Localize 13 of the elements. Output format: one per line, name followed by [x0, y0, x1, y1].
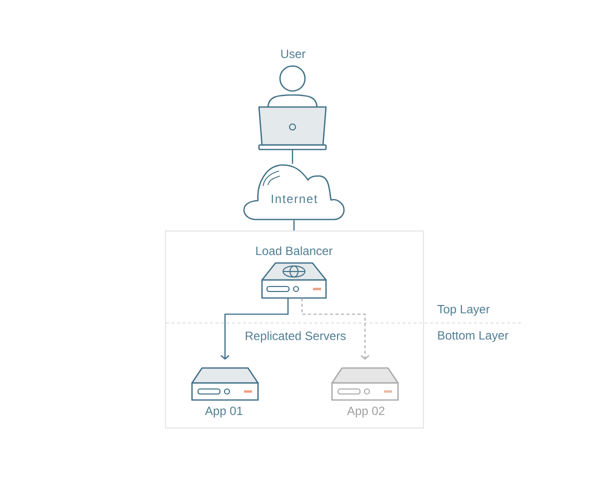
connector-line	[293, 220, 295, 230]
node-heading: App 02	[347, 406, 384, 418]
container-box	[165, 230, 424, 428]
connector-line	[292, 149, 294, 164]
layer-label: Top Layer	[437, 305, 490, 316]
node-heading: Load Balancer	[256, 246, 332, 256]
section-label: Replicated Servers	[246, 331, 346, 342]
node-heading: User	[281, 50, 306, 58]
arrow	[220, 298, 289, 360]
cloud-node: Internet	[243, 164, 345, 220]
node-heading: App 01	[205, 406, 242, 418]
arrow	[301, 298, 370, 360]
layer-label: Bottom Layer	[438, 331, 508, 342]
